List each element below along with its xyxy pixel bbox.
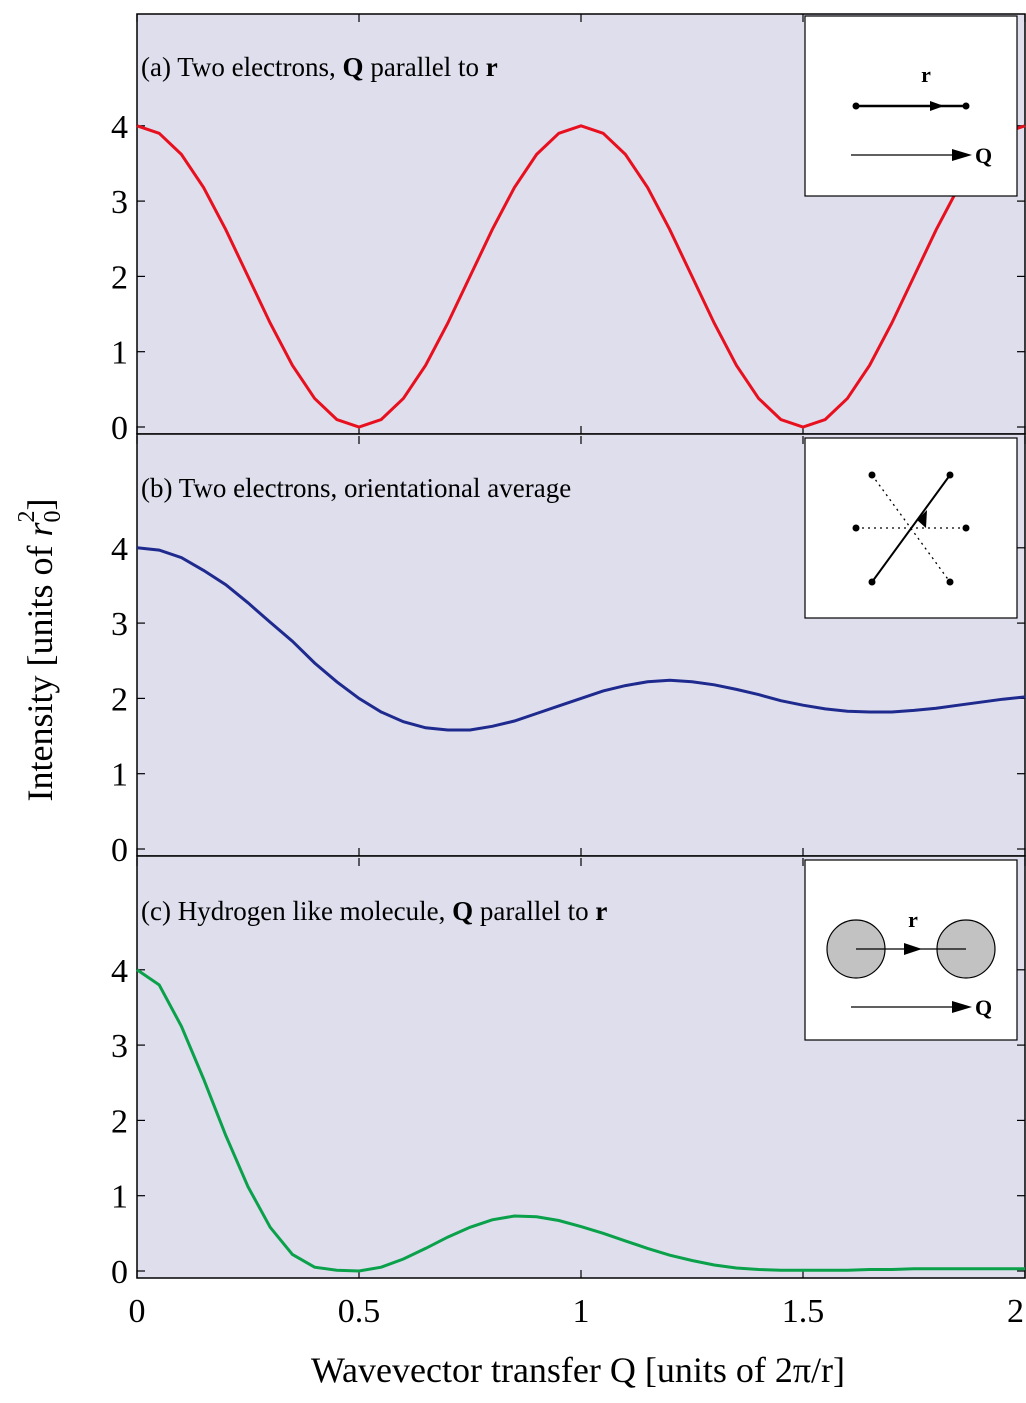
inset-a-r-label: r <box>921 62 931 87</box>
panel-a-yticks: 0 1 2 3 4 <box>111 109 1025 447</box>
panel-c-inset: r Q <box>804 859 1018 1041</box>
y-axis-title: Intensity [units of r02] <box>14 499 66 802</box>
y-tick-label: 4 <box>111 953 128 990</box>
x-axis-title: Wavevector transfer Q [units of 2π/r] <box>311 1350 845 1390</box>
y-tick-label: 1 <box>111 1179 128 1216</box>
x-tick-label: 1.5 <box>782 1293 825 1330</box>
x-tick-label: 1 <box>573 1293 590 1330</box>
panel-b: 0 1 2 3 4 (b) Two electrons, orientational a… <box>111 433 1026 869</box>
inset-a-q-label: Q <box>975 143 992 168</box>
y-tick-label: 0 <box>111 832 128 869</box>
y-tick-label: 4 <box>111 109 128 146</box>
panel-b-inset <box>804 437 1018 619</box>
x-tick-label: 2 <box>1007 1293 1024 1330</box>
panel-c: 0 1 2 3 4 (c) Hydrogen like molecule, Q para… <box>111 855 1026 1291</box>
y-tick-label: 0 <box>111 1254 128 1291</box>
y-tick-label: 2 <box>111 681 128 718</box>
panel-a-label: (a) Two electrons, Q parallel to r <box>141 52 498 82</box>
panel-b-curve <box>136 546 1026 732</box>
svg-text:Intensity [units of r02]: Intensity [units of r02] <box>14 499 66 802</box>
y-tick-label: 2 <box>111 259 128 296</box>
panel-c-yticks: 0 1 2 3 4 <box>111 953 1025 1291</box>
y-tick-label: 3 <box>111 1028 128 1065</box>
y-tick-label: 3 <box>111 606 128 643</box>
panel-a-curve <box>136 124 1026 429</box>
x-tick-labels: 0 0.5 1 1.5 2 <box>129 1293 1025 1330</box>
panel-b-label: (b) Two electrons, orientational average <box>141 473 571 503</box>
x-tick-label: 0.5 <box>338 1293 381 1330</box>
inset-c-r-label: r <box>908 907 918 932</box>
x-tick-label: 0 <box>129 1293 146 1330</box>
panel-b-yticks: 0 1 2 3 4 <box>111 531 1025 869</box>
panel-a: 0 1 2 3 4 (a) Two electrons, Q parallel to r… <box>111 13 1026 447</box>
panel-c-label: (c) Hydrogen like molecule, Q parallel t… <box>141 896 607 926</box>
y-tick-label: 2 <box>111 1103 128 1140</box>
y-tick-label: 4 <box>111 531 128 568</box>
panel-b-xticks <box>136 436 1026 856</box>
y-tick-label: 3 <box>111 184 128 221</box>
y-tick-label: 1 <box>111 335 128 372</box>
y-tick-label: 0 <box>111 410 128 447</box>
panel-c-curve <box>136 968 1025 1273</box>
y-tick-label: 1 <box>111 757 128 794</box>
inset-c-q-label: Q <box>975 995 992 1020</box>
panel-a-inset: r Q <box>804 15 1018 197</box>
